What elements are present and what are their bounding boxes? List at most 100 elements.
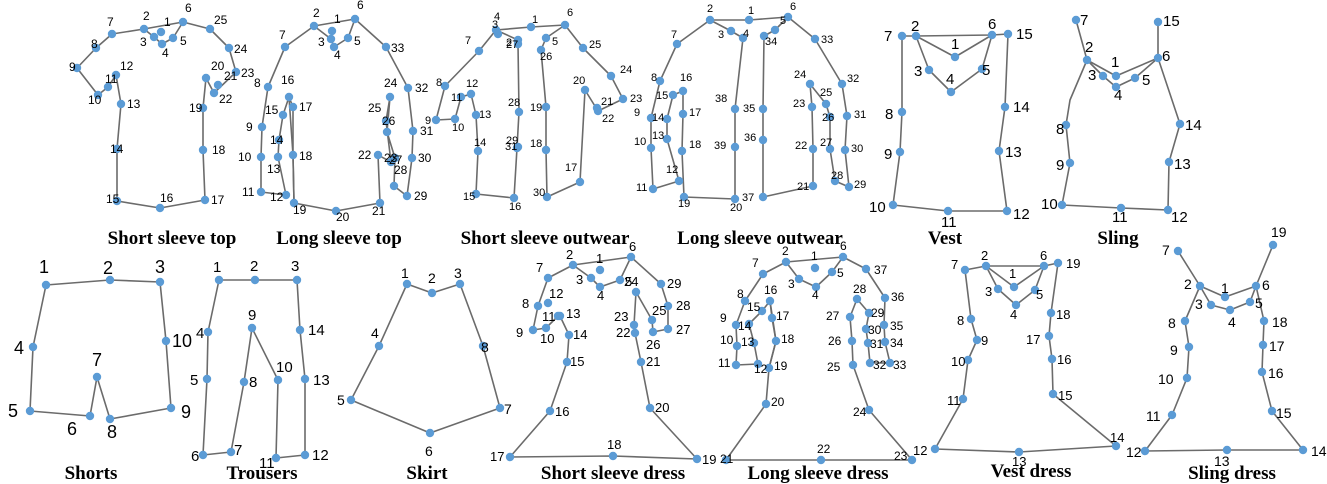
shorts-keypoint-8 [105, 414, 115, 424]
long-sleeve-top-keypoint-1 [327, 26, 337, 36]
short-sleeve-top-keypoint-label-3: 3 [140, 35, 147, 49]
long-sleeve-top-keypoint-label-16: 16 [281, 73, 295, 87]
long-sleeve-outwear-keypoint-label-21: 21 [797, 181, 809, 193]
long-sleeve-top-keypoint-20 [331, 206, 341, 216]
long-sleeve-outwear-keypoint-label-20: 20 [730, 202, 742, 214]
vest-keypoint-label-4: 4 [946, 71, 954, 88]
shorts-keypoint-1 [41, 280, 51, 290]
short-sleeve-dress-keypoint-label-18: 18 [607, 437, 621, 452]
shorts-keypoint-label-4: 4 [14, 338, 24, 358]
skirt-keypoint-6 [425, 428, 435, 438]
long-sleeve-top-keypoint-label-11: 11 [242, 185, 255, 199]
short-sleeve-dress-keypoint-label-14: 14 [573, 327, 587, 342]
trousers-keypoint-9 [247, 323, 257, 333]
long-sleeve-dress-keypoint-9 [731, 320, 741, 330]
long-sleeve-outwear-keypoint-label-27: 27 [820, 137, 832, 149]
short-sleeve-top-keypoint-label-13: 13 [127, 97, 141, 111]
short-sleeve-outwear-keypoint-1 [526, 22, 536, 32]
short-sleeve-dress-keypoint-7 [543, 273, 553, 283]
sling-keypoint-label-12: 12 [1171, 209, 1188, 226]
sling-dress-keypoint-label-4: 4 [1228, 314, 1236, 330]
long-sleeve-dress-keypoint-label-25: 25 [827, 360, 841, 374]
long-sleeve-outwear-keypoint-10 [646, 143, 656, 153]
sling-keypoint-13 [1164, 157, 1174, 167]
long-sleeve-top-keypoint-30 [407, 153, 417, 163]
long-sleeve-dress-keypoint-label-8: 8 [737, 287, 744, 301]
long-sleeve-dress-keypoint-7 [758, 269, 768, 279]
long-sleeve-top-keypoint-label-14: 14 [270, 133, 284, 147]
long-sleeve-top-keypoint-15 [278, 110, 288, 120]
sling-dress-keypoint-label-17: 17 [1269, 338, 1285, 354]
long-sleeve-outwear-keypoint-label-11: 11 [636, 182, 647, 194]
long-sleeve-dress-keypoint-16 [765, 296, 775, 306]
short-sleeve-outwear-keypoint-label-20: 20 [573, 75, 585, 87]
long-sleeve-outwear-keypoint-label-37: 37 [742, 192, 754, 204]
long-sleeve-top-keypoint-label-20: 20 [336, 210, 350, 224]
caption-skirt: Skirt [406, 463, 448, 484]
long-sleeve-outwear-keypoint-label-7: 7 [671, 29, 677, 41]
long-sleeve-dress-keypoint-label-33: 33 [893, 358, 907, 372]
short-sleeve-dress-keypoint-label-2: 2 [566, 247, 573, 262]
long-sleeve-dress-keypoint-26 [847, 336, 857, 346]
caption-short-sleeve-outwear: Short sleeve outwear [461, 228, 630, 249]
sling-dress-keypoint-label-10: 10 [1158, 371, 1174, 387]
short-sleeve-dress-keypoint-label-3: 3 [576, 272, 583, 287]
trousers-keypoint-1 [214, 275, 224, 285]
short-sleeve-top-keypoint-24 [224, 43, 234, 53]
short-sleeve-outwear-keypoint-27 [513, 39, 523, 49]
long-sleeve-dress-keypoint-label-24: 24 [853, 405, 867, 419]
long-sleeve-outwear-keypoint-label-23: 23 [793, 98, 805, 110]
short-sleeve-top-keypoint-label-6: 6 [185, 1, 192, 15]
long-sleeve-outwear-keypoint-37 [758, 192, 768, 202]
short-sleeve-outwear-keypoint-label-9: 9 [425, 115, 431, 127]
long-sleeve-top-keypoint-label-25: 25 [368, 101, 382, 115]
long-sleeve-top-keypoint-27 [390, 153, 400, 163]
vest-dress-keypoint-label-4: 4 [1010, 307, 1017, 322]
long-sleeve-outwear-keypoint-label-15: 15 [656, 90, 668, 102]
sling-dress-keypoint-1 [1220, 292, 1230, 302]
long-sleeve-dress-keypoint-5 [827, 267, 837, 277]
vest-dress-keypoint-label-16: 16 [1057, 352, 1071, 367]
long-sleeve-outwear-keypoint-label-36: 36 [744, 132, 756, 144]
sling-dress-keypoint-8 [1180, 316, 1190, 326]
long-sleeve-dress-keypoint-label-32: 32 [873, 358, 887, 372]
vest-keypoint-7 [897, 31, 907, 41]
trousers-keypoint-label-6: 6 [191, 448, 199, 465]
caption-short-sleeve-dress: Short sleeve dress [541, 463, 685, 484]
trousers-keypoint-label-9: 9 [248, 307, 256, 324]
short-sleeve-outwear-keypoint-20 [580, 85, 590, 95]
long-sleeve-dress-keypoint-33 [885, 358, 895, 368]
vest-dress-keypoint-label-13: 13 [1012, 454, 1026, 469]
sling-dress-keypoint-label-9: 9 [1170, 342, 1178, 358]
vest-keypoint-6 [987, 30, 997, 40]
long-sleeve-dress-keypoint-14 [744, 319, 754, 329]
short-sleeve-dress-keypoint-10 [541, 323, 551, 333]
long-sleeve-outwear-keypoint-16 [678, 86, 688, 96]
short-sleeve-top-keypoint-17 [200, 195, 210, 205]
long-sleeve-outwear-keypoint-34 [759, 31, 769, 41]
long-sleeve-outwear-keypoint-19 [679, 192, 689, 202]
long-sleeve-outwear-keypoint-15 [668, 90, 678, 100]
skirt-outline [350, 283, 501, 434]
shorts-keypoint-label-5: 5 [8, 401, 18, 421]
long-sleeve-dress-keypoint-15 [757, 306, 767, 316]
short-sleeve-top-keypoint-label-1: 1 [164, 15, 171, 29]
vest-dress-keypoint-label-18: 18 [1056, 307, 1070, 322]
short-sleeve-dress-keypoint-26 [648, 327, 658, 337]
sling-keypoint-5 [1130, 73, 1140, 83]
long-sleeve-dress-keypoint-label-34: 34 [890, 336, 904, 350]
short-sleeve-dress-keypoint-label-12: 12 [549, 286, 563, 301]
short-sleeve-outwear-keypoint-label-1: 1 [532, 14, 538, 26]
trousers-keypoint-4 [203, 327, 213, 337]
vest-keypoint-3 [924, 65, 934, 75]
short-sleeve-dress-keypoint-1 [595, 265, 605, 275]
short-sleeve-dress-keypoint-19 [692, 454, 702, 464]
long-sleeve-outwear-keypoint-32 [837, 79, 847, 89]
short-sleeve-top-keypoint-1 [156, 27, 166, 37]
long-sleeve-top-keypoint-label-13: 13 [267, 162, 281, 176]
sling-dress-keypoint-17 [1258, 340, 1268, 350]
long-sleeve-outwear-keypoint-4 [738, 33, 748, 43]
sling-dress-keypoint-label-18: 18 [1272, 314, 1288, 330]
long-sleeve-dress-keypoint-label-2: 2 [782, 244, 789, 258]
short-sleeve-dress-keypoint-label-24: 24 [624, 274, 638, 289]
